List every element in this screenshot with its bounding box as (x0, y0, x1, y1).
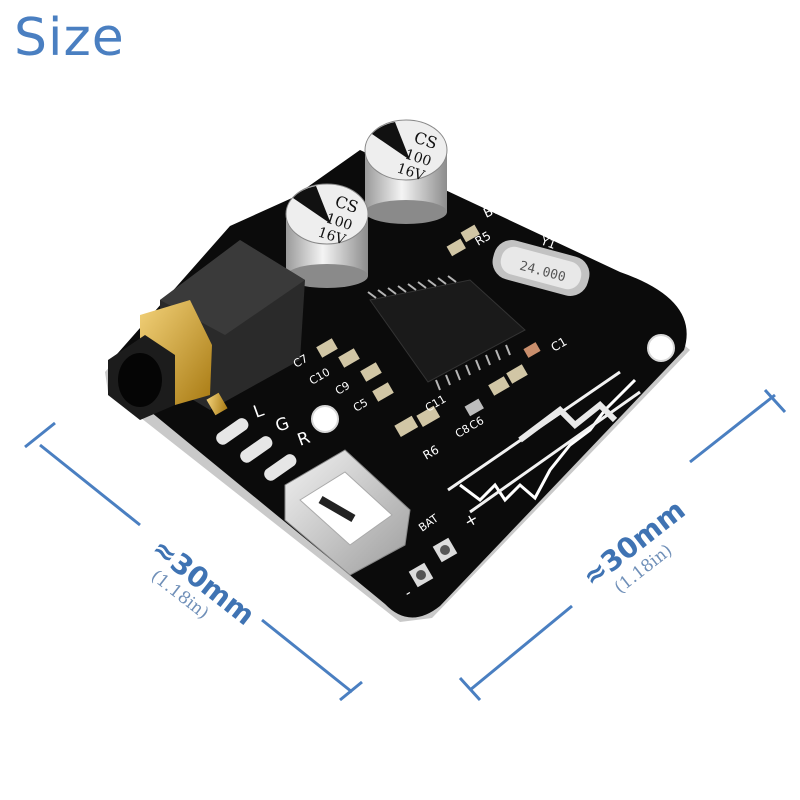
silk-pin-g: G (273, 413, 292, 436)
capacitor-1: CS 100 16V (364, 119, 448, 224)
cap1-line2: 100 (403, 147, 433, 170)
silk-c8: C8 (453, 422, 472, 441)
crystal-oscillator: 24.000 (492, 240, 590, 296)
silk-c1: C1 (549, 334, 570, 354)
antenna-trace (459, 378, 637, 503)
solder-pads (216, 418, 297, 481)
ic-chip (369, 279, 526, 383)
silk-c6: C6 (467, 414, 486, 433)
capacitor-2: CS 100 16V (285, 183, 369, 288)
mount-hole-right (647, 334, 675, 362)
image-title: Size (14, 8, 125, 68)
silk-c9: C9 (333, 379, 352, 398)
silk-c7: C7 (291, 352, 310, 371)
silk-r5: R5 (473, 228, 494, 248)
audio-jack (108, 240, 305, 420)
crystal-label: Y1 (538, 233, 558, 252)
silk-r6: R6 (421, 442, 442, 462)
mount-hole-center (311, 405, 339, 433)
cap2-line2: 100 (324, 211, 354, 234)
silk-c5: C5 (351, 396, 370, 415)
micro-usb-port (284, 449, 411, 576)
smd-components (316, 224, 541, 438)
